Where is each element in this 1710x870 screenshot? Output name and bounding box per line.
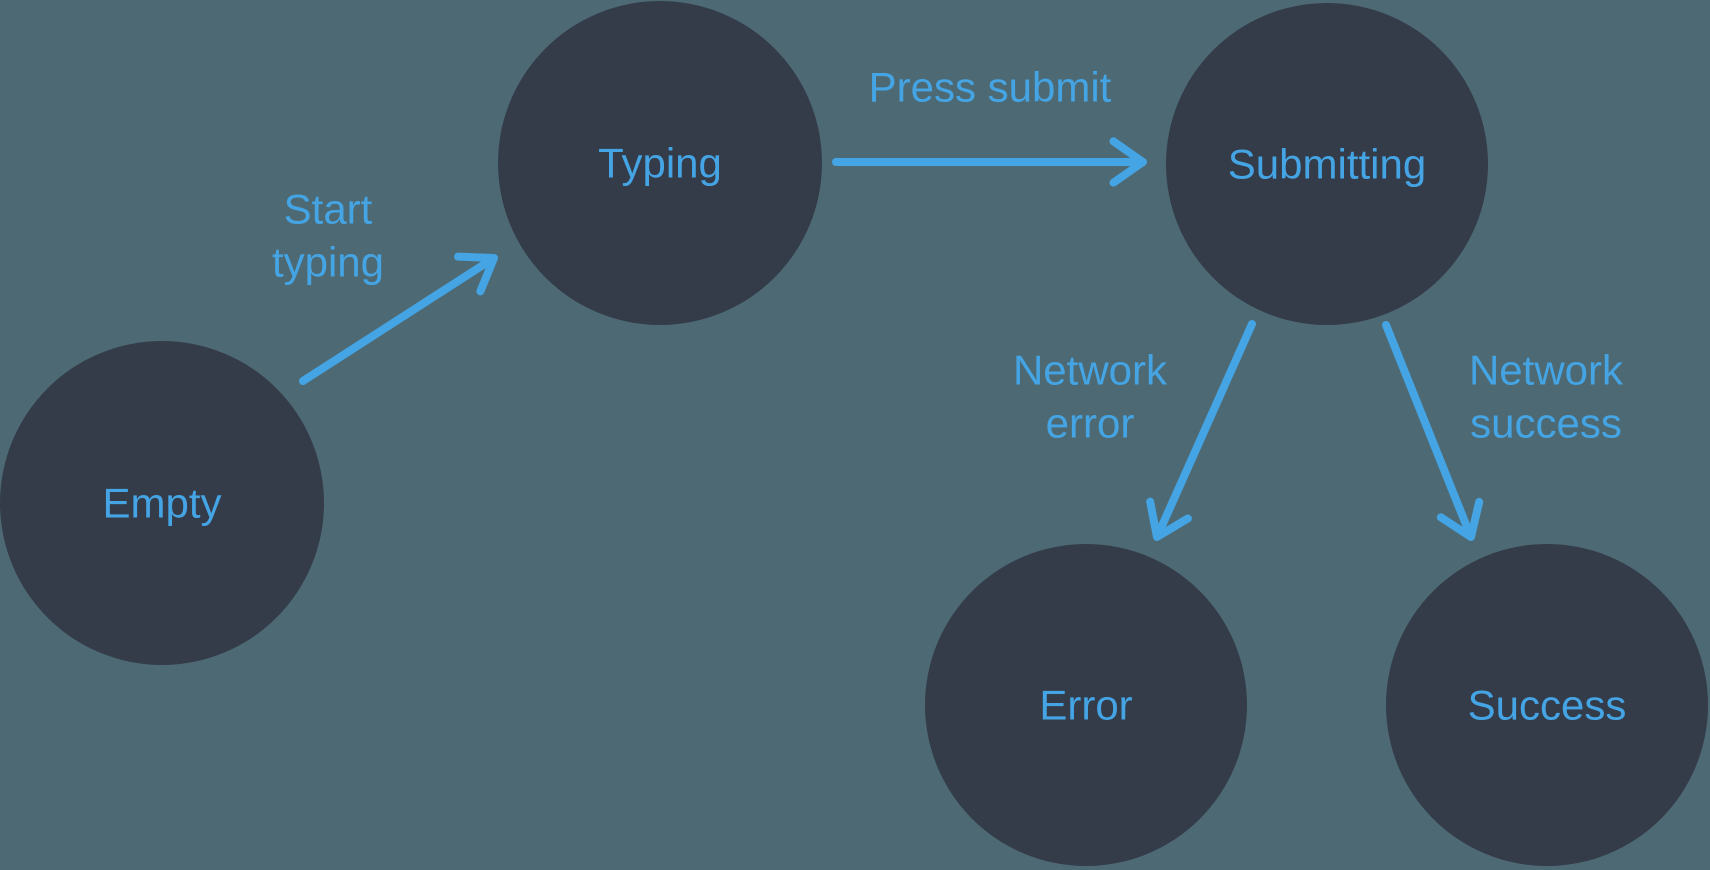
transition-arrow-shaft-network-success — [1382, 321, 1474, 538]
transition-label-start-typing: Start — [284, 186, 373, 233]
state-node-submitting — [1166, 3, 1488, 325]
state-node-label-success: Success — [1468, 682, 1627, 729]
state-node-typing — [498, 1, 822, 325]
state-node-error — [925, 544, 1247, 866]
transition-arrowhead-icon-press-submit — [1109, 137, 1147, 187]
transition-label-press-submit: Press submit — [869, 64, 1112, 111]
transition-label-network-success: Network — [1469, 347, 1624, 394]
transition-arrowhead-icon-start-typing — [454, 252, 498, 296]
transition-label-start-typing: typing — [272, 239, 384, 286]
transition-label-network-error: Network — [1013, 347, 1168, 394]
transition-arrow-shaft-network-error — [1154, 320, 1256, 538]
state-node-label-error: Error — [1039, 682, 1132, 729]
transition-arrowhead-icon-network-error — [1146, 497, 1192, 541]
transition-label-network-success: success — [1470, 400, 1622, 447]
transition-arrow-shaft-start-typing — [299, 256, 495, 385]
state-node-label-empty: Empty — [102, 480, 221, 527]
transition-label-network-error: error — [1046, 400, 1135, 447]
state-node-empty — [0, 341, 324, 665]
state-node-label-typing: Typing — [598, 140, 722, 187]
state-node-success — [1386, 544, 1708, 866]
state-node-label-submitting: Submitting — [1228, 141, 1426, 188]
transition-arrowhead-icon-network-success — [1436, 497, 1484, 541]
